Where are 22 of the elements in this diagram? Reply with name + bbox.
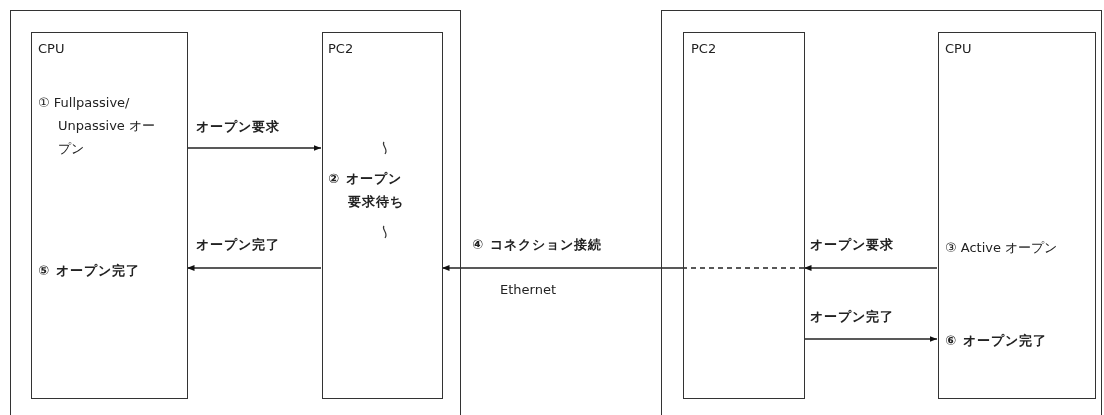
unit-label: PC2 xyxy=(328,40,355,58)
arrow xyxy=(186,265,322,271)
unit-label: CPU xyxy=(38,40,66,58)
unit-box xyxy=(938,32,1096,399)
step-text: ⑤ オープン完了 xyxy=(38,262,141,280)
edge-label: ④ コネクション接続 xyxy=(470,236,604,254)
arrow xyxy=(803,265,938,271)
unit-box xyxy=(31,32,188,399)
unit-box xyxy=(322,32,443,399)
step-text: ③ Active オープン xyxy=(945,239,1059,257)
step-text: ① Fullpassive/ Unpassive オープン xyxy=(38,94,156,158)
edge-label: オープン要求 xyxy=(194,118,282,136)
network-label: Ethernet xyxy=(500,282,556,297)
unit-label: PC2 xyxy=(691,40,718,58)
unit-label: CPU xyxy=(945,40,973,58)
arrow xyxy=(441,265,683,271)
step-text: ⑥ オープン完了 xyxy=(945,332,1048,350)
step-text: ② オープン要求待ち xyxy=(328,170,405,211)
unit-box xyxy=(683,32,805,399)
arrow xyxy=(803,336,938,342)
arrow xyxy=(186,145,322,151)
edge-label: オープン要求 xyxy=(808,236,896,254)
